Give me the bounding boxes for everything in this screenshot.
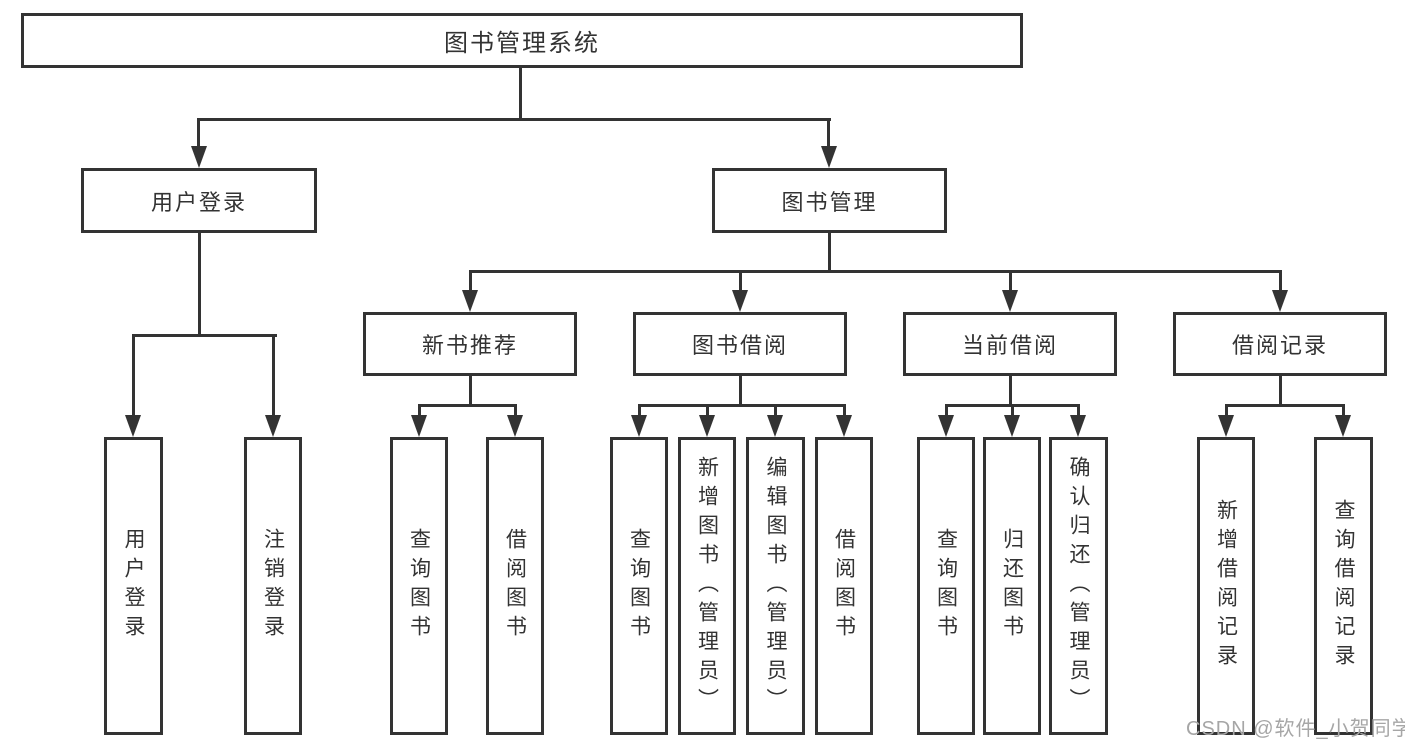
arrow-to-book-borrow <box>732 290 748 312</box>
leaf-query-borrow-record: 查询借阅记录 <box>1314 437 1373 735</box>
leaf-query-books-borrow: 查询图书 <box>610 437 668 735</box>
edge-leaf-drop <box>843 404 846 418</box>
arrow-to-new-book-recommend <box>462 290 478 312</box>
leaf-borrow-books: 借阅图书 <box>815 437 873 735</box>
edge-leaf-drop <box>1077 404 1080 418</box>
arrow-to-leaf-user-login <box>125 415 141 437</box>
leaf-label: 查询借阅记录 <box>1332 499 1355 673</box>
leaf-label: 注销登录 <box>261 528 285 644</box>
edge-leaf-drop <box>1225 404 1228 418</box>
leaf-edit-book-admin: 编辑图书（管理员） <box>746 437 805 735</box>
leaf-confirm-return-admin: 确认归还（管理员） <box>1049 437 1108 735</box>
leaf-query-books-current: 查询图书 <box>917 437 975 735</box>
edge-level2-rail <box>197 118 831 121</box>
edge-book-borrow-rail <box>638 404 846 407</box>
leaf-add-book-admin: 新增图书（管理员） <box>678 437 736 735</box>
leaf-borrow-books-recommend: 借阅图书 <box>486 437 544 735</box>
edge-to-book-management <box>827 118 830 150</box>
edge-leaf-drop <box>1342 404 1345 418</box>
arrow-leaf <box>938 415 954 437</box>
leaf-label: 用户登录 <box>122 528 145 644</box>
watermark-text: CSDN @软件_小贺同学 <box>1186 718 1405 740</box>
edge-leaf-drop <box>514 404 517 418</box>
edge-leaf-drop <box>945 404 948 418</box>
node-current-borrow: 当前借阅 <box>903 312 1117 376</box>
node-label: 用户登录 <box>150 189 247 215</box>
edge-to-book-borrow <box>739 270 742 292</box>
arrow-leaf <box>1218 415 1234 437</box>
leaf-add-borrow-record: 新增借阅记录 <box>1197 437 1255 735</box>
arrow-leaf <box>699 415 715 437</box>
arrow-leaf <box>767 415 783 437</box>
edge-borrow-records-rail <box>1225 404 1345 407</box>
node-book-management: 图书管理 <box>712 168 947 233</box>
leaf-user-login: 用户登录 <box>104 437 163 735</box>
edge-borrow-records-drop <box>1279 376 1282 407</box>
leaf-label: 借阅图书 <box>503 528 527 644</box>
node-label: 新书推荐 <box>421 333 518 358</box>
leaf-label: 查询图书 <box>627 528 651 644</box>
edge-leaf-drop <box>774 404 777 418</box>
edge-book-management-drop <box>828 233 831 273</box>
arrow-leaf <box>631 415 647 437</box>
arrow-leaf <box>411 415 427 437</box>
arrow-to-current-borrow <box>1002 290 1018 312</box>
node-label: 当前借阅 <box>961 333 1058 358</box>
leaf-label: 新增图书（管理员） <box>695 455 719 717</box>
edge-to-user-login <box>197 118 200 150</box>
arrow-to-borrow-records <box>1272 290 1288 312</box>
edge-leaf-drop <box>638 404 641 418</box>
node-borrow-records: 借阅记录 <box>1173 312 1387 376</box>
node-label: 图书管理 <box>781 189 878 215</box>
edge-to-leaf-logout <box>272 334 275 417</box>
arrow-leaf <box>1004 415 1020 437</box>
edge-new-book-recommend-rail <box>418 404 517 407</box>
leaf-query-books-recommend: 查询图书 <box>390 437 448 735</box>
edge-current-borrow-drop <box>1009 376 1012 407</box>
leaf-label: 确认归还（管理员） <box>1067 455 1090 717</box>
node-label: 图书管理系统 <box>444 30 600 57</box>
edge-root-drop <box>519 66 522 120</box>
node-label: 图书借阅 <box>691 333 788 358</box>
leaf-logout: 注销登录 <box>244 437 302 735</box>
arrow-leaf <box>1070 415 1086 437</box>
node-new-book-recommend: 新书推荐 <box>363 312 577 376</box>
edge-book-borrow-drop <box>739 376 742 407</box>
edge-to-borrow-records <box>1279 270 1282 292</box>
node-user-login: 用户登录 <box>81 168 317 233</box>
node-book-borrow: 图书借阅 <box>633 312 847 376</box>
edge-to-new-book-recommend <box>469 270 472 292</box>
edge-to-current-borrow <box>1009 270 1012 292</box>
arrow-to-user-login <box>191 146 207 168</box>
arrow-leaf <box>836 415 852 437</box>
arrow-leaf <box>1335 415 1351 437</box>
leaf-label: 借阅图书 <box>832 528 856 644</box>
edge-to-leaf-user-login <box>132 334 135 417</box>
leaf-label: 编辑图书（管理员） <box>764 455 787 717</box>
edge-leaf-drop <box>706 404 709 418</box>
edge-new-book-recommend-drop <box>469 376 472 407</box>
leaf-label: 归还图书 <box>1000 528 1024 644</box>
edge-level3-rail <box>469 270 1282 273</box>
node-label: 借阅记录 <box>1231 333 1328 358</box>
edge-leaf-drop <box>418 404 421 418</box>
edge-user-login-rail <box>132 334 277 337</box>
leaf-return-books: 归还图书 <box>983 437 1041 735</box>
node-library-management-system: 图书管理系统 <box>21 13 1023 68</box>
edge-leaf-drop <box>1011 404 1014 418</box>
arrow-to-leaf-logout <box>265 415 281 437</box>
arrow-to-book-management <box>821 146 837 168</box>
leaf-label: 查询图书 <box>934 528 958 644</box>
leaf-label: 查询图书 <box>407 528 431 644</box>
edge-user-login-drop <box>198 233 201 337</box>
leaf-label: 新增借阅记录 <box>1214 499 1238 673</box>
arrow-leaf <box>507 415 523 437</box>
